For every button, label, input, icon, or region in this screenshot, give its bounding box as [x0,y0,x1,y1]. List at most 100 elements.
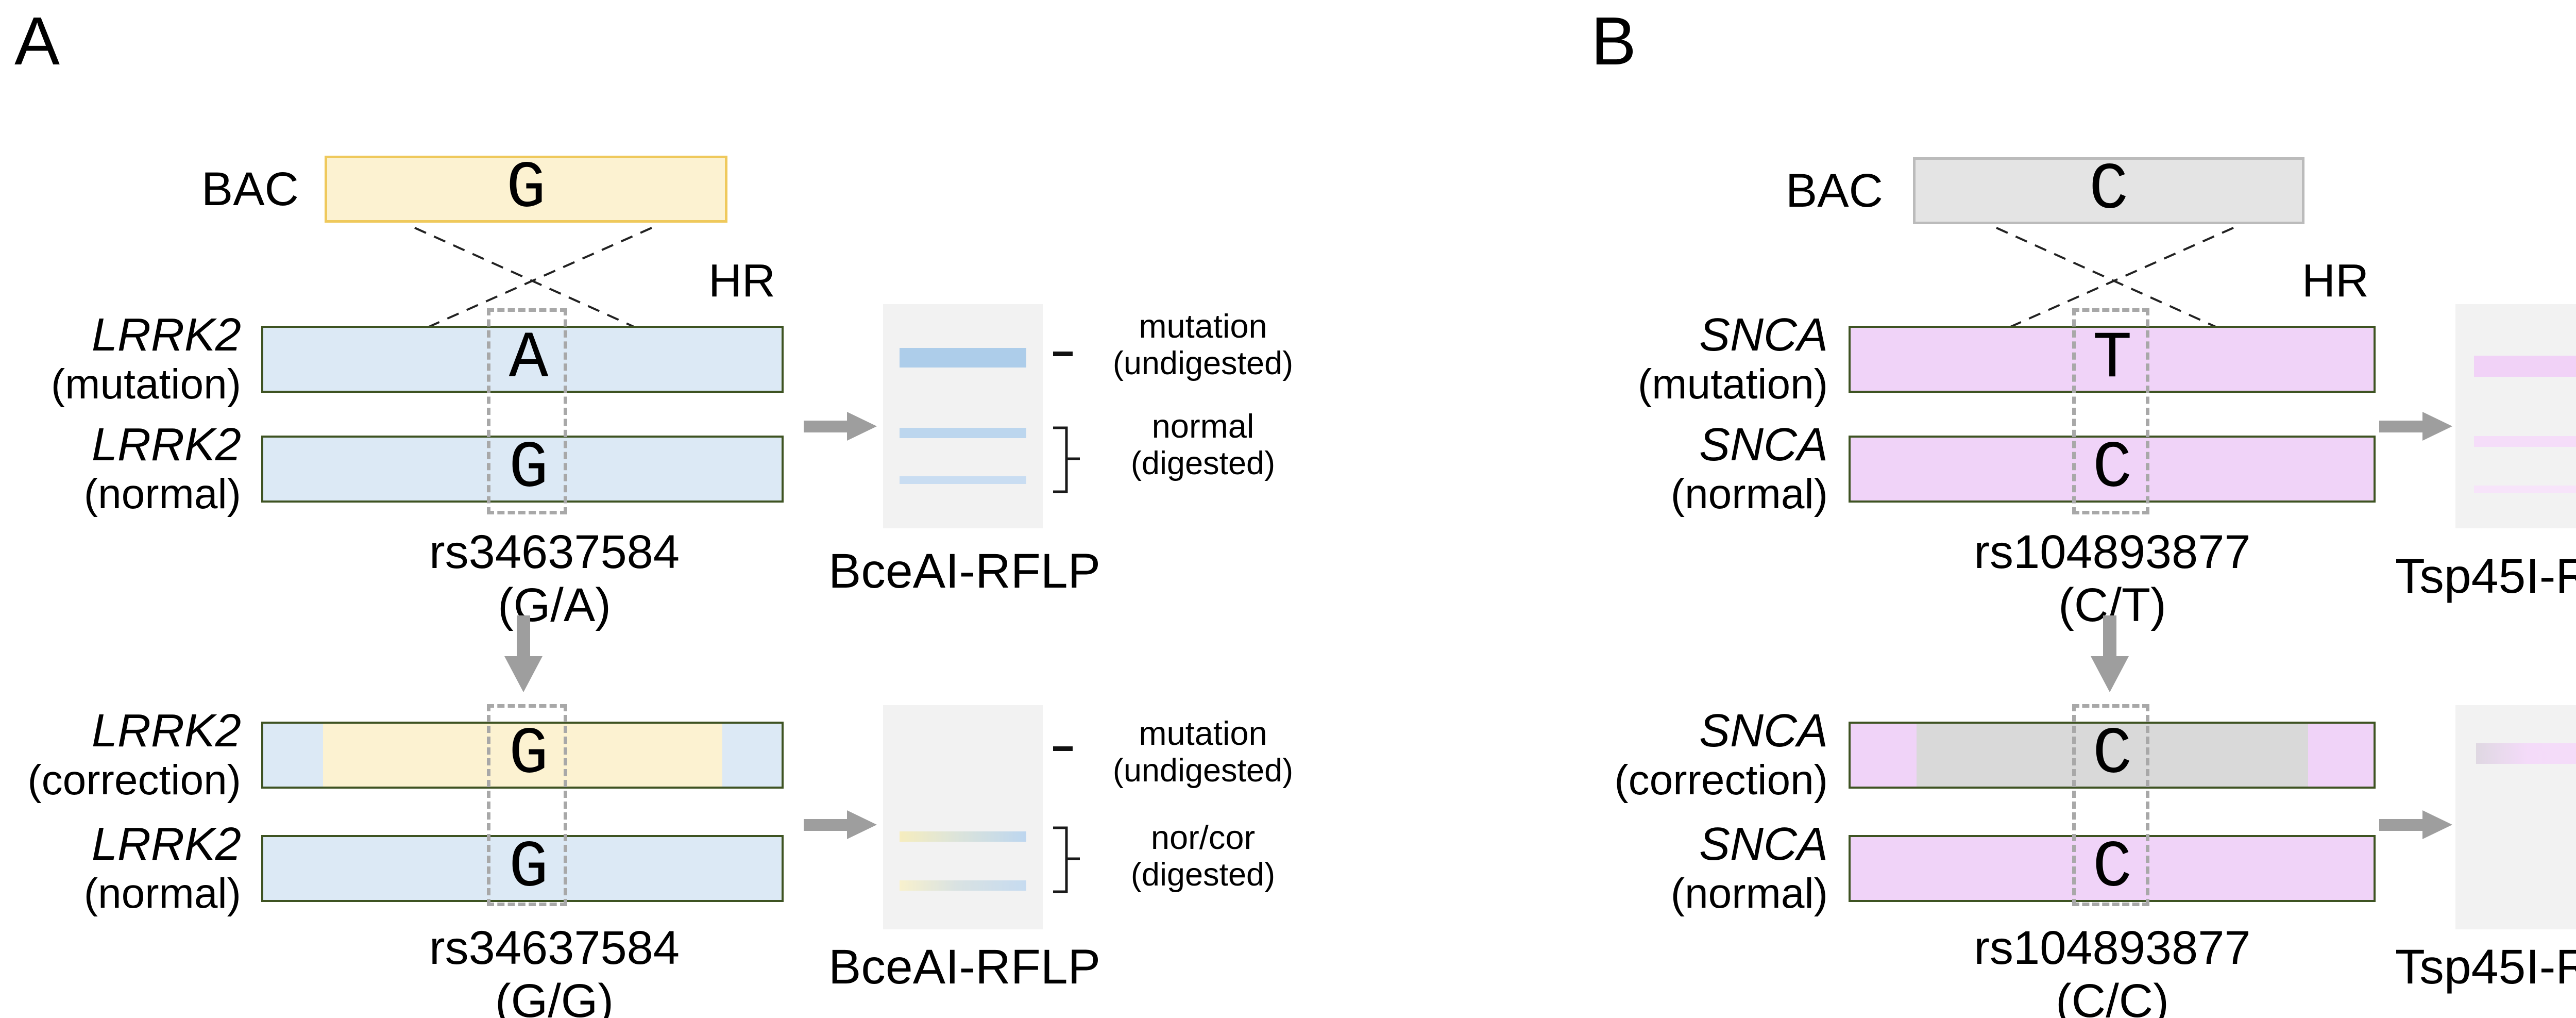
gene-state: (normal) [1670,870,1828,917]
allele-letter: C [2092,831,2132,906]
homology-arm-segment [2308,724,2374,787]
gel-band-norcor [900,880,1026,891]
gene-box-lrrk2-correction [261,722,784,789]
gene-row-label: SNCA (normal) [1596,420,1828,518]
snp-id: rs104893877 [1974,526,2251,578]
gel-lane [883,304,1043,528]
snp-genotype: (G/G) [495,975,614,1018]
snp-genotype: (C/C) [2056,975,2169,1018]
gel-band-norcor [2476,743,2576,764]
gel-note: normal (digested) [1130,407,1276,481]
gene-name: SNCA [1699,419,1828,471]
snp-id: rs34637584 [429,526,680,578]
gene-box-lrrk2-normal [261,835,784,902]
gene-row-label: LRRK2 (mutation) [9,310,241,408]
gene-box-snca-mutation [1849,326,2376,393]
gene-box-snca-normal [1849,835,2376,902]
bac-label-a: BAC [201,162,299,215]
panel-b-label: B [1591,3,1637,79]
gel-band-digested [2474,486,2576,493]
gene-box-lrrk2-normal [261,436,784,503]
gel-band-digested [2474,436,2576,447]
snp-label: rs34637584 (G/A) [374,526,735,632]
band-tick [1053,746,1073,751]
bac-allele-a: G [506,152,546,226]
gene-state: (mutation) [50,361,241,408]
bac-allele-b: C [2089,153,2129,228]
gene-name: LRRK2 [91,309,241,361]
gel-band-normal [2474,356,2576,377]
gel-lane [883,705,1043,929]
gene-name: SNCA [1699,819,1828,870]
gel-title: BceAI-RFLP [828,940,1100,994]
gene-row-label: LRRK2 (correction) [9,706,241,804]
right-arrow-icon [804,810,877,839]
gene-name: SNCA [1699,705,1828,757]
gene-box-lrrk2-mutation [261,326,784,393]
gene-name: LRRK2 [91,705,241,757]
down-arrow-icon [504,615,543,693]
allele-letter: G [509,831,549,906]
allele-letter: A [509,322,549,396]
allele-letter: C [2092,431,2132,506]
gel-note: mutation (undigested) [1112,307,1294,381]
snp-genotype: (G/A) [498,579,611,631]
gene-state: (correction) [1614,757,1828,804]
allele-letter: C [2092,717,2132,792]
gene-row-label: LRRK2 (normal) [9,420,241,518]
bac-insert-segment [323,724,722,787]
gene-state: (normal) [83,471,241,518]
gene-name: LRRK2 [91,419,241,471]
snp-id: rs104893877 [1974,922,2251,974]
gene-box-snca-correction [1849,722,2376,789]
homology-arm-segment [263,724,323,787]
snp-site-dashed-box [2072,308,2149,514]
band-tick [1053,352,1073,356]
bac-insert-segment [1917,724,2308,787]
gel-note: nor/cor (digested) [1130,819,1276,893]
bac-box-b: C [1913,157,2304,224]
snp-site-dashed-box [2072,704,2149,906]
homology-arm-segment [1851,724,1917,787]
gene-row-label: SNCA (normal) [1596,820,1828,917]
hr-label-a: HR [708,255,775,307]
gene-state: (correction) [27,757,241,804]
gene-row-label: LRRK2 (normal) [9,820,241,917]
snp-id: rs34637584 [429,922,680,974]
gel-lane [2455,304,2576,528]
allele-letter: G [509,431,549,506]
right-arrow-icon [2379,810,2452,839]
gel-band-digested [900,428,1026,438]
bac-box-a: G [325,156,727,223]
gel-title: Tsp45I-RFLP [2395,940,2576,994]
right-arrow-icon [804,412,877,441]
bracket-icon [1053,826,1080,893]
bac-label-b: BAC [1785,164,1883,217]
allele-letter: T [2092,322,2132,396]
gene-name: LRRK2 [91,819,241,870]
gel-title: BceAI-RFLP [828,544,1100,598]
gene-name: SNCA [1699,309,1828,361]
gene-state: (mutation) [1637,361,1828,408]
homology-arm-segment [722,724,782,787]
recombination-cross-icon-b [1986,227,2234,339]
gel-band-norcor [900,831,1026,842]
gel-lane [2455,705,2576,929]
hr-label-b: HR [2302,255,2369,307]
gel-note: mutation (undigested) [1112,714,1294,789]
snp-site-dashed-box [487,704,567,906]
gel-title: Tsp45I-RFLP [2395,549,2576,604]
snp-label: rs34637584 (G/G) [374,922,735,1018]
bracket-icon [1053,426,1080,493]
allele-letter: G [509,717,549,792]
gene-state: (normal) [1670,471,1828,518]
down-arrow-icon [2091,615,2129,693]
snp-site-dashed-box [487,308,567,514]
panel-a-label: A [14,3,60,79]
snp-label: rs104893877 (C/C) [1932,922,2293,1018]
gel-band-mutation [900,348,1026,368]
right-arrow-icon [2379,412,2452,441]
gene-row-label: SNCA (mutation) [1596,310,1828,408]
gel-band-digested [900,476,1026,484]
